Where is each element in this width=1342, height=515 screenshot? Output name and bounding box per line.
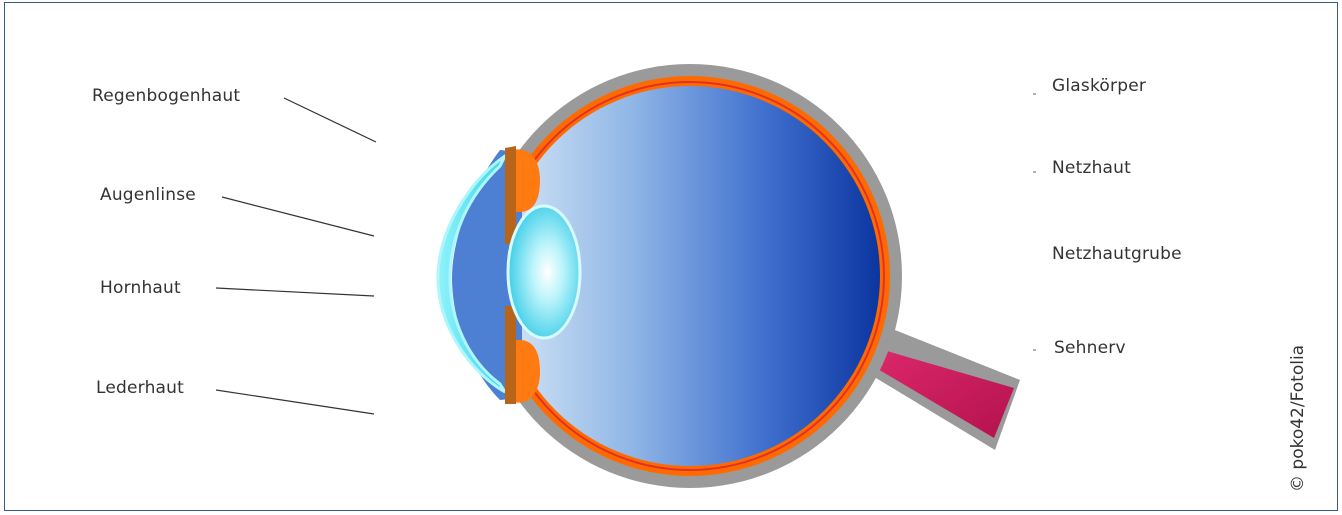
label-regenbogenhaut: Regenbogenhaut [92, 86, 240, 106]
leader-lederhaut [216, 390, 374, 414]
label-sehnerv: Sehnerv [1054, 338, 1126, 358]
leader-augenlinse [222, 197, 374, 236]
label-glaskoerper: Glaskörper [1052, 76, 1146, 96]
label-hornhaut: Hornhaut [100, 278, 181, 298]
ciliary-bottom [505, 306, 516, 404]
label-lederhaut: Lederhaut [96, 378, 184, 398]
leader-regenbogenhaut [284, 98, 376, 142]
leader-hornhaut [216, 288, 374, 296]
lens [508, 206, 580, 338]
photo-credit: © poko42/Fotolia [1288, 345, 1308, 492]
label-augenlinse: Augenlinse [100, 185, 196, 205]
label-netzhaut: Netzhaut [1052, 158, 1131, 178]
label-netzhautgrube: Netzhautgrube [1052, 244, 1182, 264]
ciliary-top [505, 146, 516, 244]
